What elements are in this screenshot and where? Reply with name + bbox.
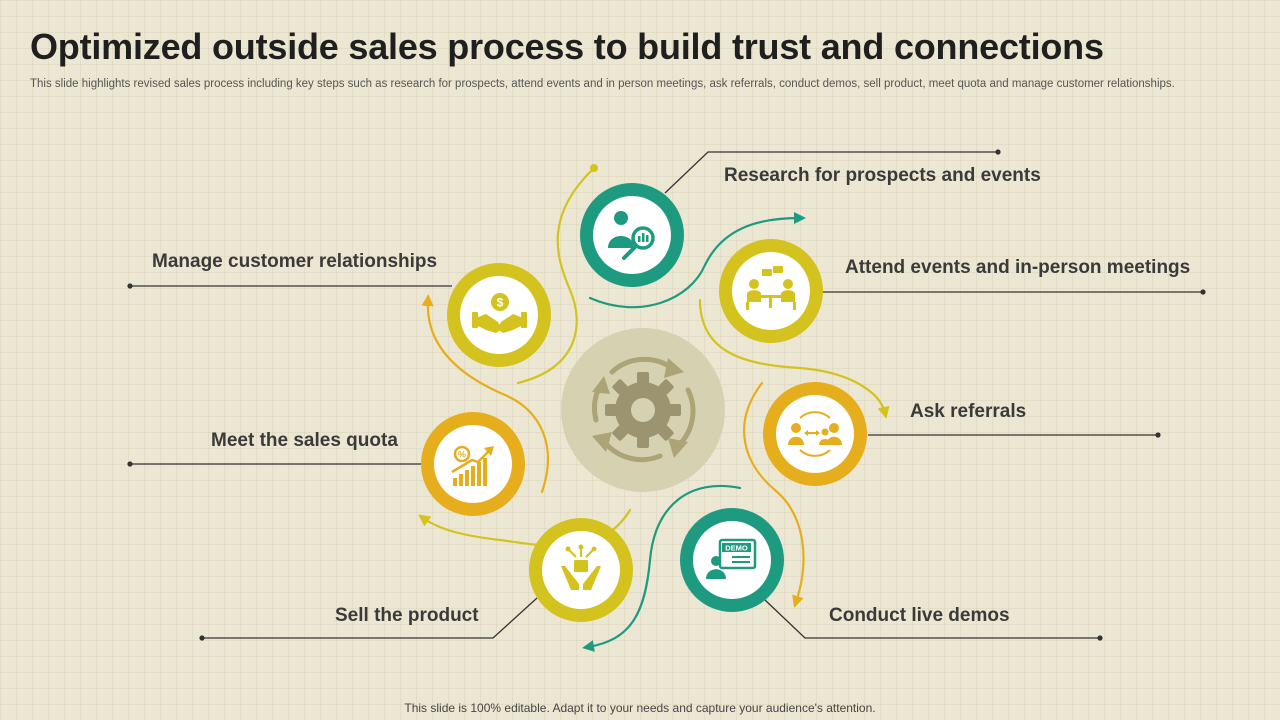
center-hub: [561, 328, 725, 492]
connector-lines: [127, 149, 1206, 641]
gear-cycle-icon: [592, 356, 696, 463]
demo-presentation-icon: DEMO: [706, 538, 757, 579]
hands-product-icon: [561, 544, 601, 590]
connector-sell: [202, 597, 538, 639]
handshake-icon: $: [472, 293, 527, 333]
step-label-sell: Sell the product: [335, 605, 479, 626]
flow-arrow-attend-referrals: [698, 298, 890, 419]
flow-arrow-research-attend: [588, 212, 806, 309]
step-label-attend: Attend events and in-person meetings: [845, 257, 1191, 278]
step-referrals-node: [763, 382, 867, 486]
footer-note: This slide is 100% editable. Adapt it to…: [404, 701, 876, 715]
research-analytics-icon: [608, 211, 655, 260]
step-label-demos: Conduct live demos: [829, 605, 1010, 626]
flow-arrow-demos-sell: [582, 484, 742, 652]
step-label-manage: Manage customer relationships: [152, 251, 438, 272]
step-label-research: Research for prospects and events: [724, 165, 1041, 186]
step-research-node: [580, 183, 684, 287]
svg-text:$: $: [497, 296, 504, 310]
meeting-icon: [746, 266, 796, 310]
connector-research: [664, 151, 998, 194]
step-manage-node: $: [447, 263, 551, 367]
flow-arrow-referrals-demos: [743, 381, 805, 608]
svg-text:%: %: [458, 450, 466, 460]
step-label-quota: Meet the sales quota: [211, 430, 398, 451]
page-subtitle: This slide highlights revised sales proc…: [30, 78, 1175, 90]
connector-demos: [764, 599, 1100, 639]
step-quota-node: %: [421, 412, 525, 516]
growth-chart-icon: %: [451, 445, 494, 486]
svg-text:DEMO: DEMO: [725, 544, 748, 553]
referral-exchange-icon: [788, 411, 842, 457]
step-label-referrals: Ask referrals: [910, 401, 1027, 422]
flow-arrows: [418, 164, 890, 652]
flow-arrow-quota-manage: [421, 294, 549, 494]
step-sell-node: [529, 518, 633, 622]
page-title: Optimized outside sales process to build…: [30, 26, 1104, 67]
step-demos-node: DEMO: [680, 508, 784, 612]
step-attend-node: [719, 239, 823, 343]
flow-arrow-manage-research: [516, 166, 596, 385]
flow-arrow-start-dot: [590, 164, 598, 172]
